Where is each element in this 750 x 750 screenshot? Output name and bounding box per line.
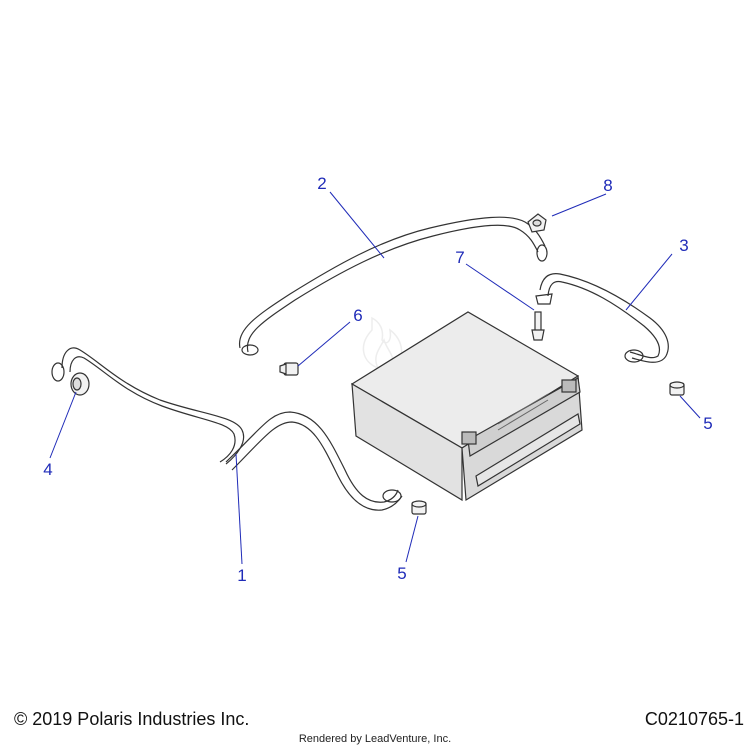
leader-lines xyxy=(49,191,701,565)
cable-part-1 xyxy=(51,347,403,511)
callout-5-right: 5 xyxy=(703,414,713,433)
callout-7: 7 xyxy=(455,248,465,267)
nut-part-8 xyxy=(527,213,547,233)
bolt-part-5-right xyxy=(669,381,685,396)
callout-1: 1 xyxy=(237,566,247,585)
callout-3: 3 xyxy=(679,236,689,255)
callout-2: 2 xyxy=(317,174,327,193)
bolt-part-6 xyxy=(279,362,299,376)
callout-5-lower: 5 xyxy=(397,564,407,583)
callout-4: 4 xyxy=(43,460,53,479)
bolt-part-5-lower xyxy=(411,500,427,515)
stud-part-7 xyxy=(531,311,545,341)
cable-part-3 xyxy=(535,273,669,363)
callout-6: 6 xyxy=(353,306,363,325)
copyright-text: © 2019 Polaris Industries Inc. xyxy=(14,709,250,729)
callout-8: 8 xyxy=(603,176,613,195)
terminal-boot-part-4 xyxy=(70,372,90,396)
rendered-by-text: Rendered by LeadVenture, Inc. xyxy=(298,733,452,745)
drawing-id: C0210765-1 xyxy=(644,709,744,729)
battery xyxy=(350,311,583,502)
cable-part-2 xyxy=(238,216,548,356)
